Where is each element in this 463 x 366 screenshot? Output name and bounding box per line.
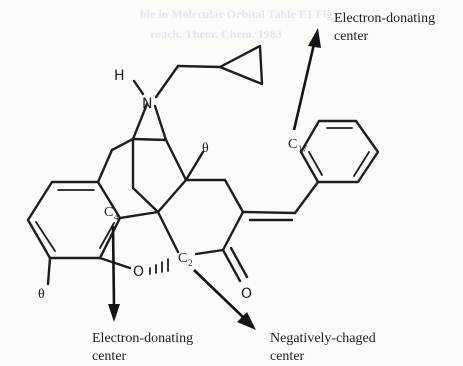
background-text-line2: roach. Theor. Chem. 1983 [150, 27, 282, 41]
phenyl-inner-2 [353, 151, 370, 177]
arrow-top-right [292, 28, 321, 131]
background-text-line1: ble in Molecular Orbital Table E1 Fig [140, 7, 332, 21]
bond-c11-c10 [96, 148, 114, 184]
charge-symbol-left: θ [38, 287, 45, 302]
bond-c5-carbonyl [194, 248, 225, 256]
bond-ar-3 [98, 216, 122, 260]
bond-ch2-ring [176, 64, 222, 69]
atom-c2: C [178, 251, 187, 266]
bond-c4-o [98, 256, 132, 270]
bond-c8-charge [184, 150, 205, 182]
hashed-bond [149, 258, 169, 275]
atom-c17-sub: 17 [298, 144, 308, 154]
bond-c-o-2 [229, 246, 249, 279]
label-negatively-charged-line2: center [270, 349, 305, 364]
atom-c4-sub: 4 [114, 212, 119, 222]
arrow-head-bottom-right [237, 312, 256, 330]
cyclopropyl-group [154, 44, 264, 99]
atom-o-ketone: O [241, 286, 252, 302]
atom-c17: C [288, 137, 297, 152]
label-negatively-charged-line1: Negatively-chaged [270, 331, 376, 346]
arrow-bottom-right [193, 269, 256, 330]
cyclopropane-ring [218, 44, 264, 86]
atom-o: O [133, 264, 144, 280]
bond-n-c16 [153, 104, 168, 142]
bond-n-ch2 [154, 64, 180, 99]
bond-c7-c6 [223, 178, 245, 214]
label-electron-donating-top-line2: center [334, 29, 369, 44]
label-electron-donating-top-line1: Electron-donating [334, 11, 435, 26]
atom-n: N [142, 96, 152, 112]
phenyl-inner-3 [308, 151, 323, 176]
bond-ar-inner-3 [99, 222, 115, 249]
bond-c13-c8 [156, 178, 188, 214]
phenyl-ring [299, 119, 380, 184]
phenyl-hexagon [299, 119, 380, 184]
arrow-head-top [308, 28, 321, 48]
bond-c9-n [131, 102, 149, 141]
bond-c9-c14 [131, 137, 168, 142]
arrow-bottom-left [108, 225, 120, 322]
bond-n-h [132, 79, 145, 96]
bond-c14-c8 [164, 138, 188, 182]
atom-h: H [114, 68, 125, 84]
bond-ar-inner-2 [35, 221, 56, 252]
morphinan-skeleton [26, 102, 320, 286]
arrow-head-bottom-left [108, 304, 120, 322]
atom-c2-sub: 2 [188, 258, 193, 268]
atom-c4: C [104, 205, 113, 220]
bond-ar-6 [26, 180, 54, 222]
bond-ar-2 [96, 180, 122, 220]
label-electron-donating-bottom-line1: Electron-donating [92, 331, 193, 346]
bond-exo-1 [241, 210, 297, 215]
label-electron-donating-bottom-line2: center [92, 349, 127, 364]
bond-c13-c12 [118, 210, 160, 220]
bond-to-phenyl [293, 180, 320, 215]
bond-c-o-1 [221, 248, 242, 283]
bond-c10-c9 [110, 137, 135, 152]
bond-c13-c5 [156, 210, 180, 254]
bond-ar-5 [26, 218, 52, 260]
bond-c15-c13 [131, 186, 160, 214]
bond-c6-c5 [221, 210, 245, 252]
bond-c3-sub [46, 256, 52, 286]
charge-symbol-top: θ [202, 141, 209, 156]
